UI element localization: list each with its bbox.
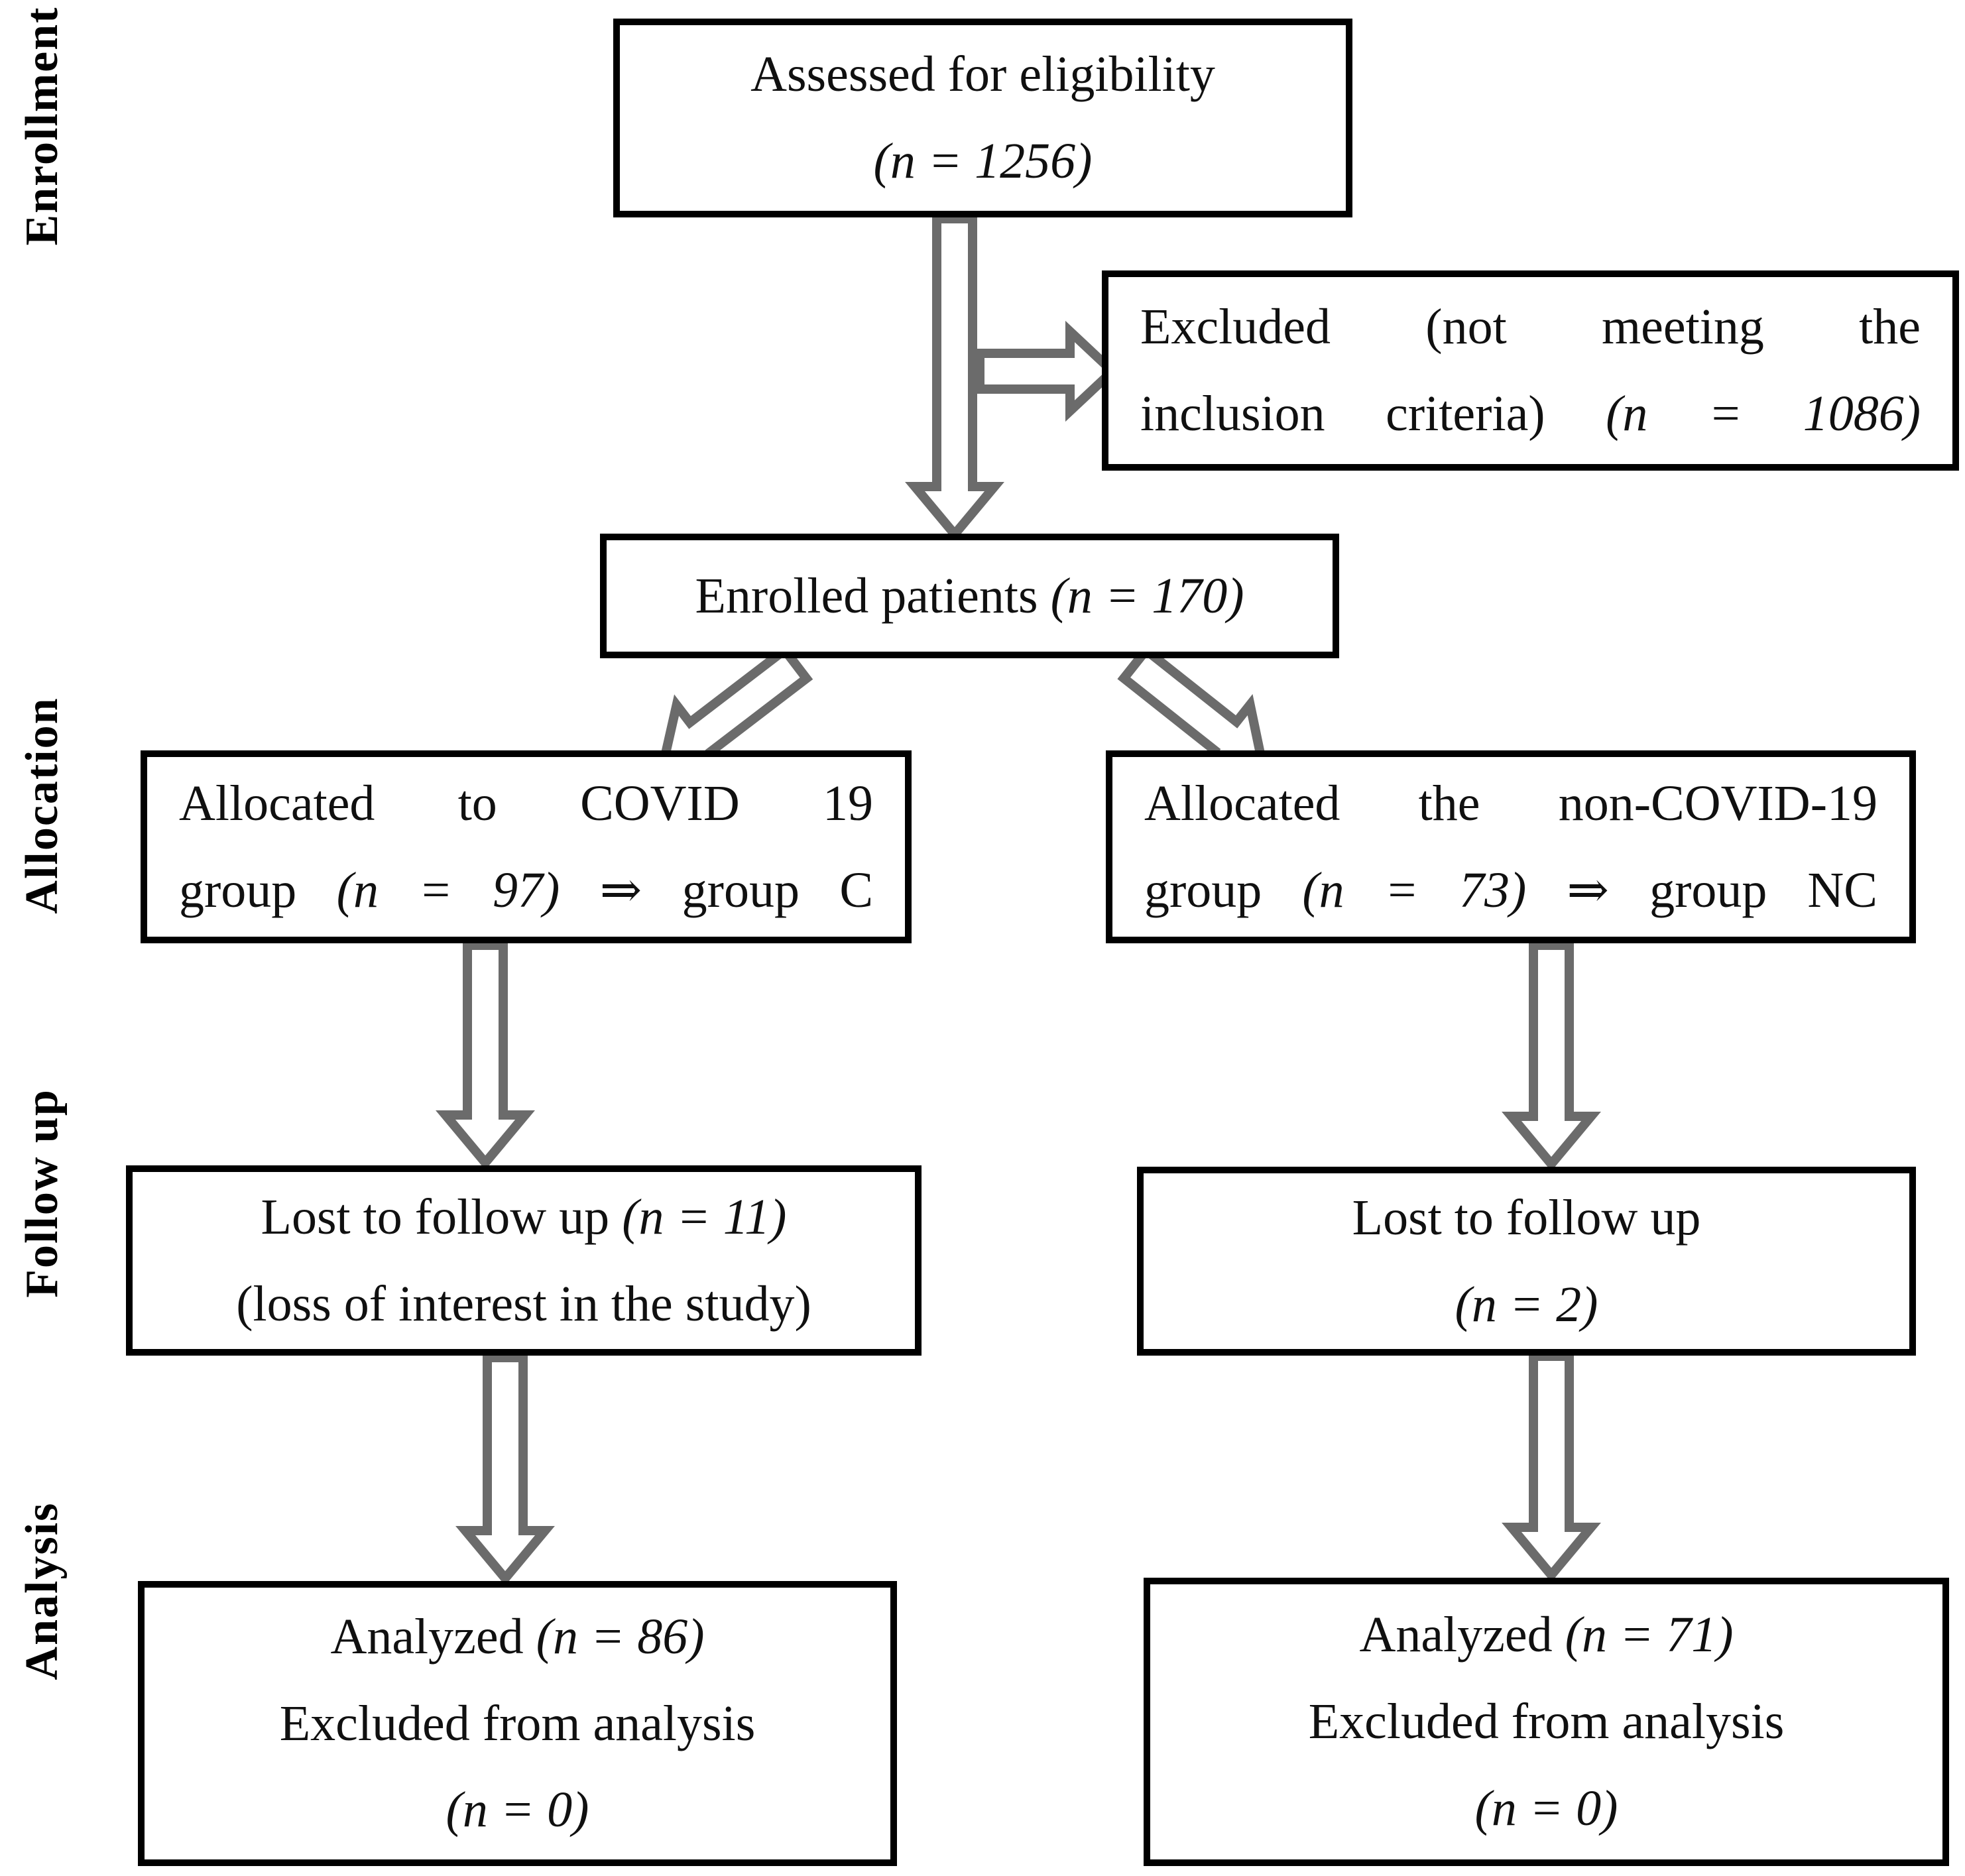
box-enrolled-patients: Enrolled patients (n = 170) (600, 534, 1339, 658)
box-analyzed-non-covid: Analyzed (n = 71) Excluded from analysis… (1144, 1578, 1949, 1866)
box-lost-to-followup-non-covid: Lost to follow up (n = 2) (1137, 1167, 1916, 1356)
arrow-lost-covid-to-analyzed-covid (455, 1353, 555, 1586)
box-excluded: Excluded (not meeting the inclusion crit… (1102, 270, 1959, 471)
box-line: (loss of interest in the study) (236, 1275, 811, 1332)
arrow-alloc-non-covid-to-lost-non-covid (1502, 941, 1601, 1171)
box-lost-to-followup-covid: Lost to follow up (n = 11) (loss of inte… (126, 1165, 922, 1356)
box-assessed-for-eligibility: Assessed for eligibility (n = 1256) (613, 19, 1352, 217)
box-line: Analyzed (n = 86) (330, 1608, 705, 1665)
box-line: Lost to follow up (1352, 1189, 1701, 1246)
box-line: (n = 1256) (873, 133, 1093, 189)
box-line: Assessed for eligibility (750, 46, 1215, 103)
box-line: Lost to follow up (n = 11) (261, 1189, 787, 1245)
box-analyzed-covid: Analyzed (n = 86) Excluded from analysis… (138, 1581, 897, 1866)
box-line: Enrolled patients (n = 170) (695, 567, 1244, 624)
box-line: (n = 2) (1455, 1276, 1598, 1332)
box-line: Excluded (not meeting the (1140, 299, 1921, 355)
arrow-branch-to-excluded (975, 320, 1120, 422)
box-allocated-covid-group: Allocated to COVID 19 group (n = 97) ⇒ g… (141, 750, 912, 943)
box-line: group (n = 97) ⇒ group C (179, 862, 874, 918)
box-line: (n = 0) (1474, 1780, 1618, 1836)
arrow-alloc-covid-to-lost-covid (436, 941, 535, 1170)
stage-label-enrollment: Enrollment (17, 6, 68, 246)
stage-label-allocation: Allocation (17, 697, 68, 914)
box-line: Analyzed (n = 71) (1359, 1607, 1734, 1663)
box-line: Excluded from analysis (1308, 1694, 1785, 1750)
box-line: inclusion criteria) (n = 1086) (1140, 386, 1921, 441)
box-allocated-non-covid-group: Allocated the non-COVID-19 group (n = 73… (1106, 750, 1916, 943)
box-line: Allocated to COVID 19 (179, 775, 873, 831)
box-line: (n = 0) (446, 1782, 589, 1838)
box-line: Excluded from analysis (279, 1695, 756, 1751)
arrow-assessed-to-enrolled (905, 214, 1004, 542)
stage-label-followup: Follow up (17, 1088, 68, 1298)
box-line: group (n = 73) ⇒ group NC (1144, 862, 1877, 918)
box-line: Allocated the non-COVID-19 (1144, 775, 1877, 831)
arrow-lost-non-covid-to-analyzed-non-covid (1502, 1352, 1601, 1582)
stage-label-analysis: Analysis (17, 1501, 68, 1680)
